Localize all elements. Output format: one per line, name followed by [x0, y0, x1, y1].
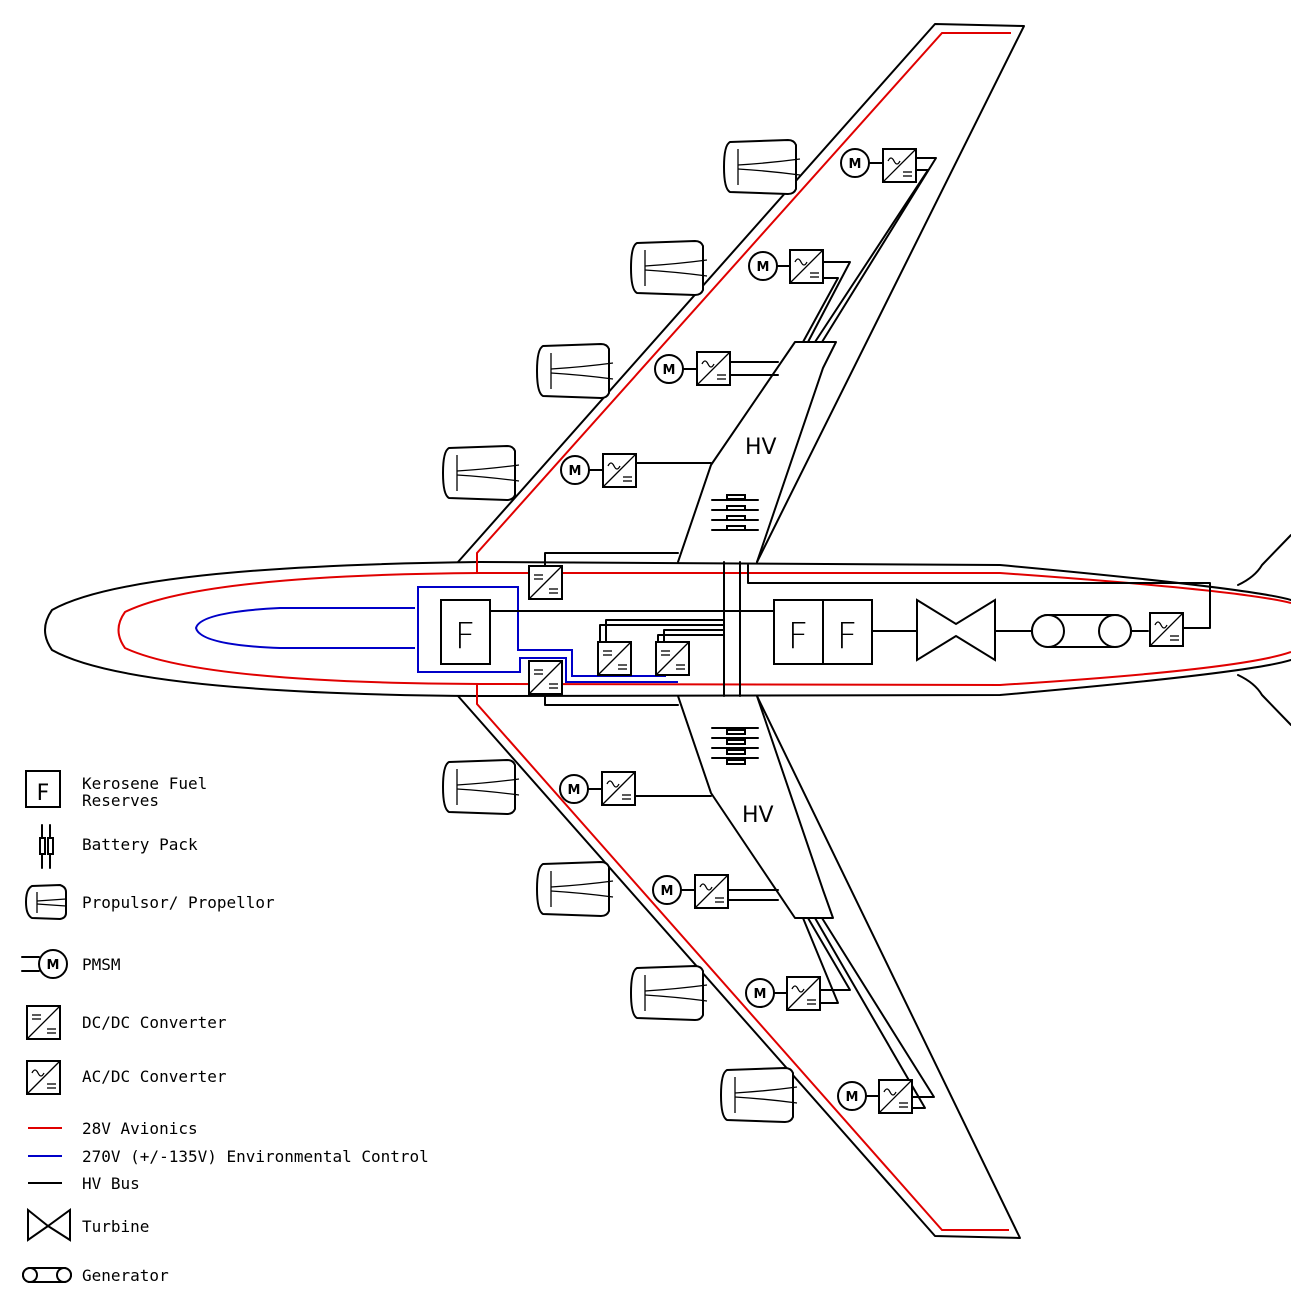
- hv-bus-wiring: [489, 157, 1211, 1109]
- propulsor-unit-lower-1: M: [442, 759, 636, 815]
- dc-dc-converter-icon: [26, 1005, 61, 1040]
- environmental-270v-circuit: [194, 586, 678, 683]
- propulsor-unit-upper-3: M: [536, 343, 731, 399]
- motor-label: M: [569, 464, 582, 479]
- fuel-reserve-icon: F: [25, 770, 61, 808]
- motor-label: M: [661, 884, 674, 899]
- legend-label-fuel: Kerosene Fuel: [82, 774, 207, 793]
- legend-label-generator: Generator: [82, 1266, 169, 1285]
- propulsor-icon: [24, 883, 67, 921]
- battery-pack-icon: [39, 824, 54, 869]
- avionics-28v-circuit: [117, 32, 1291, 1231]
- dc-dc-converter-mid-1: [597, 641, 632, 676]
- turbine-icon: [27, 1207, 71, 1242]
- battery-pack-lower: [711, 727, 759, 765]
- propulsor-unit-lower-4: M: [720, 1067, 913, 1123]
- legend-label-pmsm: PMSM: [82, 955, 121, 974]
- motor-label: M: [757, 260, 770, 275]
- generator-icon: [22, 1267, 72, 1283]
- svg-text:F: F: [37, 781, 50, 806]
- legend-label-dcdc: DC/DC Converter: [82, 1013, 227, 1032]
- legend-label-environmental: 270V (+/-135V) Environmental Control: [82, 1147, 429, 1166]
- dc-dc-converter-lower: [528, 660, 563, 695]
- hv-label-upper: HV: [745, 435, 777, 460]
- legend: F Kerosene Fuel Reserves Battery Pack Pr…: [21, 770, 429, 1285]
- propulsor-unit-lower-2: M: [536, 861, 729, 917]
- motor-label: M: [846, 1090, 859, 1105]
- dc-dc-converter-upper: [528, 565, 563, 600]
- pmsm-motor-icon: M: [21, 949, 68, 979]
- propulsor-unit-lower-3: M: [630, 965, 821, 1021]
- fuel-reserve-aft-2: F: [822, 599, 873, 665]
- legend-label-battery: Battery Pack: [82, 835, 198, 854]
- propulsor-unit-upper-1: M: [723, 139, 917, 195]
- legend-label-propulsor: Propulsor/ Propellor: [82, 893, 275, 912]
- battery-pack-upper: [711, 494, 759, 531]
- legend-label-turbine: Turbine: [82, 1217, 149, 1236]
- legend-label-acdc: AC/DC Converter: [82, 1067, 227, 1086]
- fuel-reserve-aft-1: F: [773, 599, 824, 665]
- dc-dc-converter-mid-2: [655, 641, 690, 676]
- svg-text:F: F: [837, 616, 858, 657]
- svg-text:F: F: [455, 616, 476, 657]
- motor-label: M: [849, 157, 862, 172]
- propulsor-unit-upper-2: M: [630, 240, 824, 296]
- generator: [1031, 614, 1132, 648]
- ac-dc-converter-icon: [26, 1060, 61, 1095]
- svg-text:M: M: [47, 958, 60, 973]
- motor-label: M: [663, 363, 676, 378]
- legend-label-hv-bus: HV Bus: [82, 1174, 140, 1193]
- dc-dc-converter-aft: [1149, 612, 1184, 647]
- legend-label-fuel-2: Reserves: [82, 791, 159, 810]
- svg-text:F: F: [788, 616, 809, 657]
- motor-label: M: [568, 783, 581, 798]
- turbine: [916, 598, 996, 662]
- fuel-reserve-forward: F: [440, 599, 491, 665]
- propulsor-unit-upper-4: M: [442, 445, 637, 501]
- motor-label: M: [754, 987, 767, 1002]
- legend-label-avionics: 28V Avionics: [82, 1119, 198, 1138]
- hv-label-lower: HV: [742, 803, 774, 828]
